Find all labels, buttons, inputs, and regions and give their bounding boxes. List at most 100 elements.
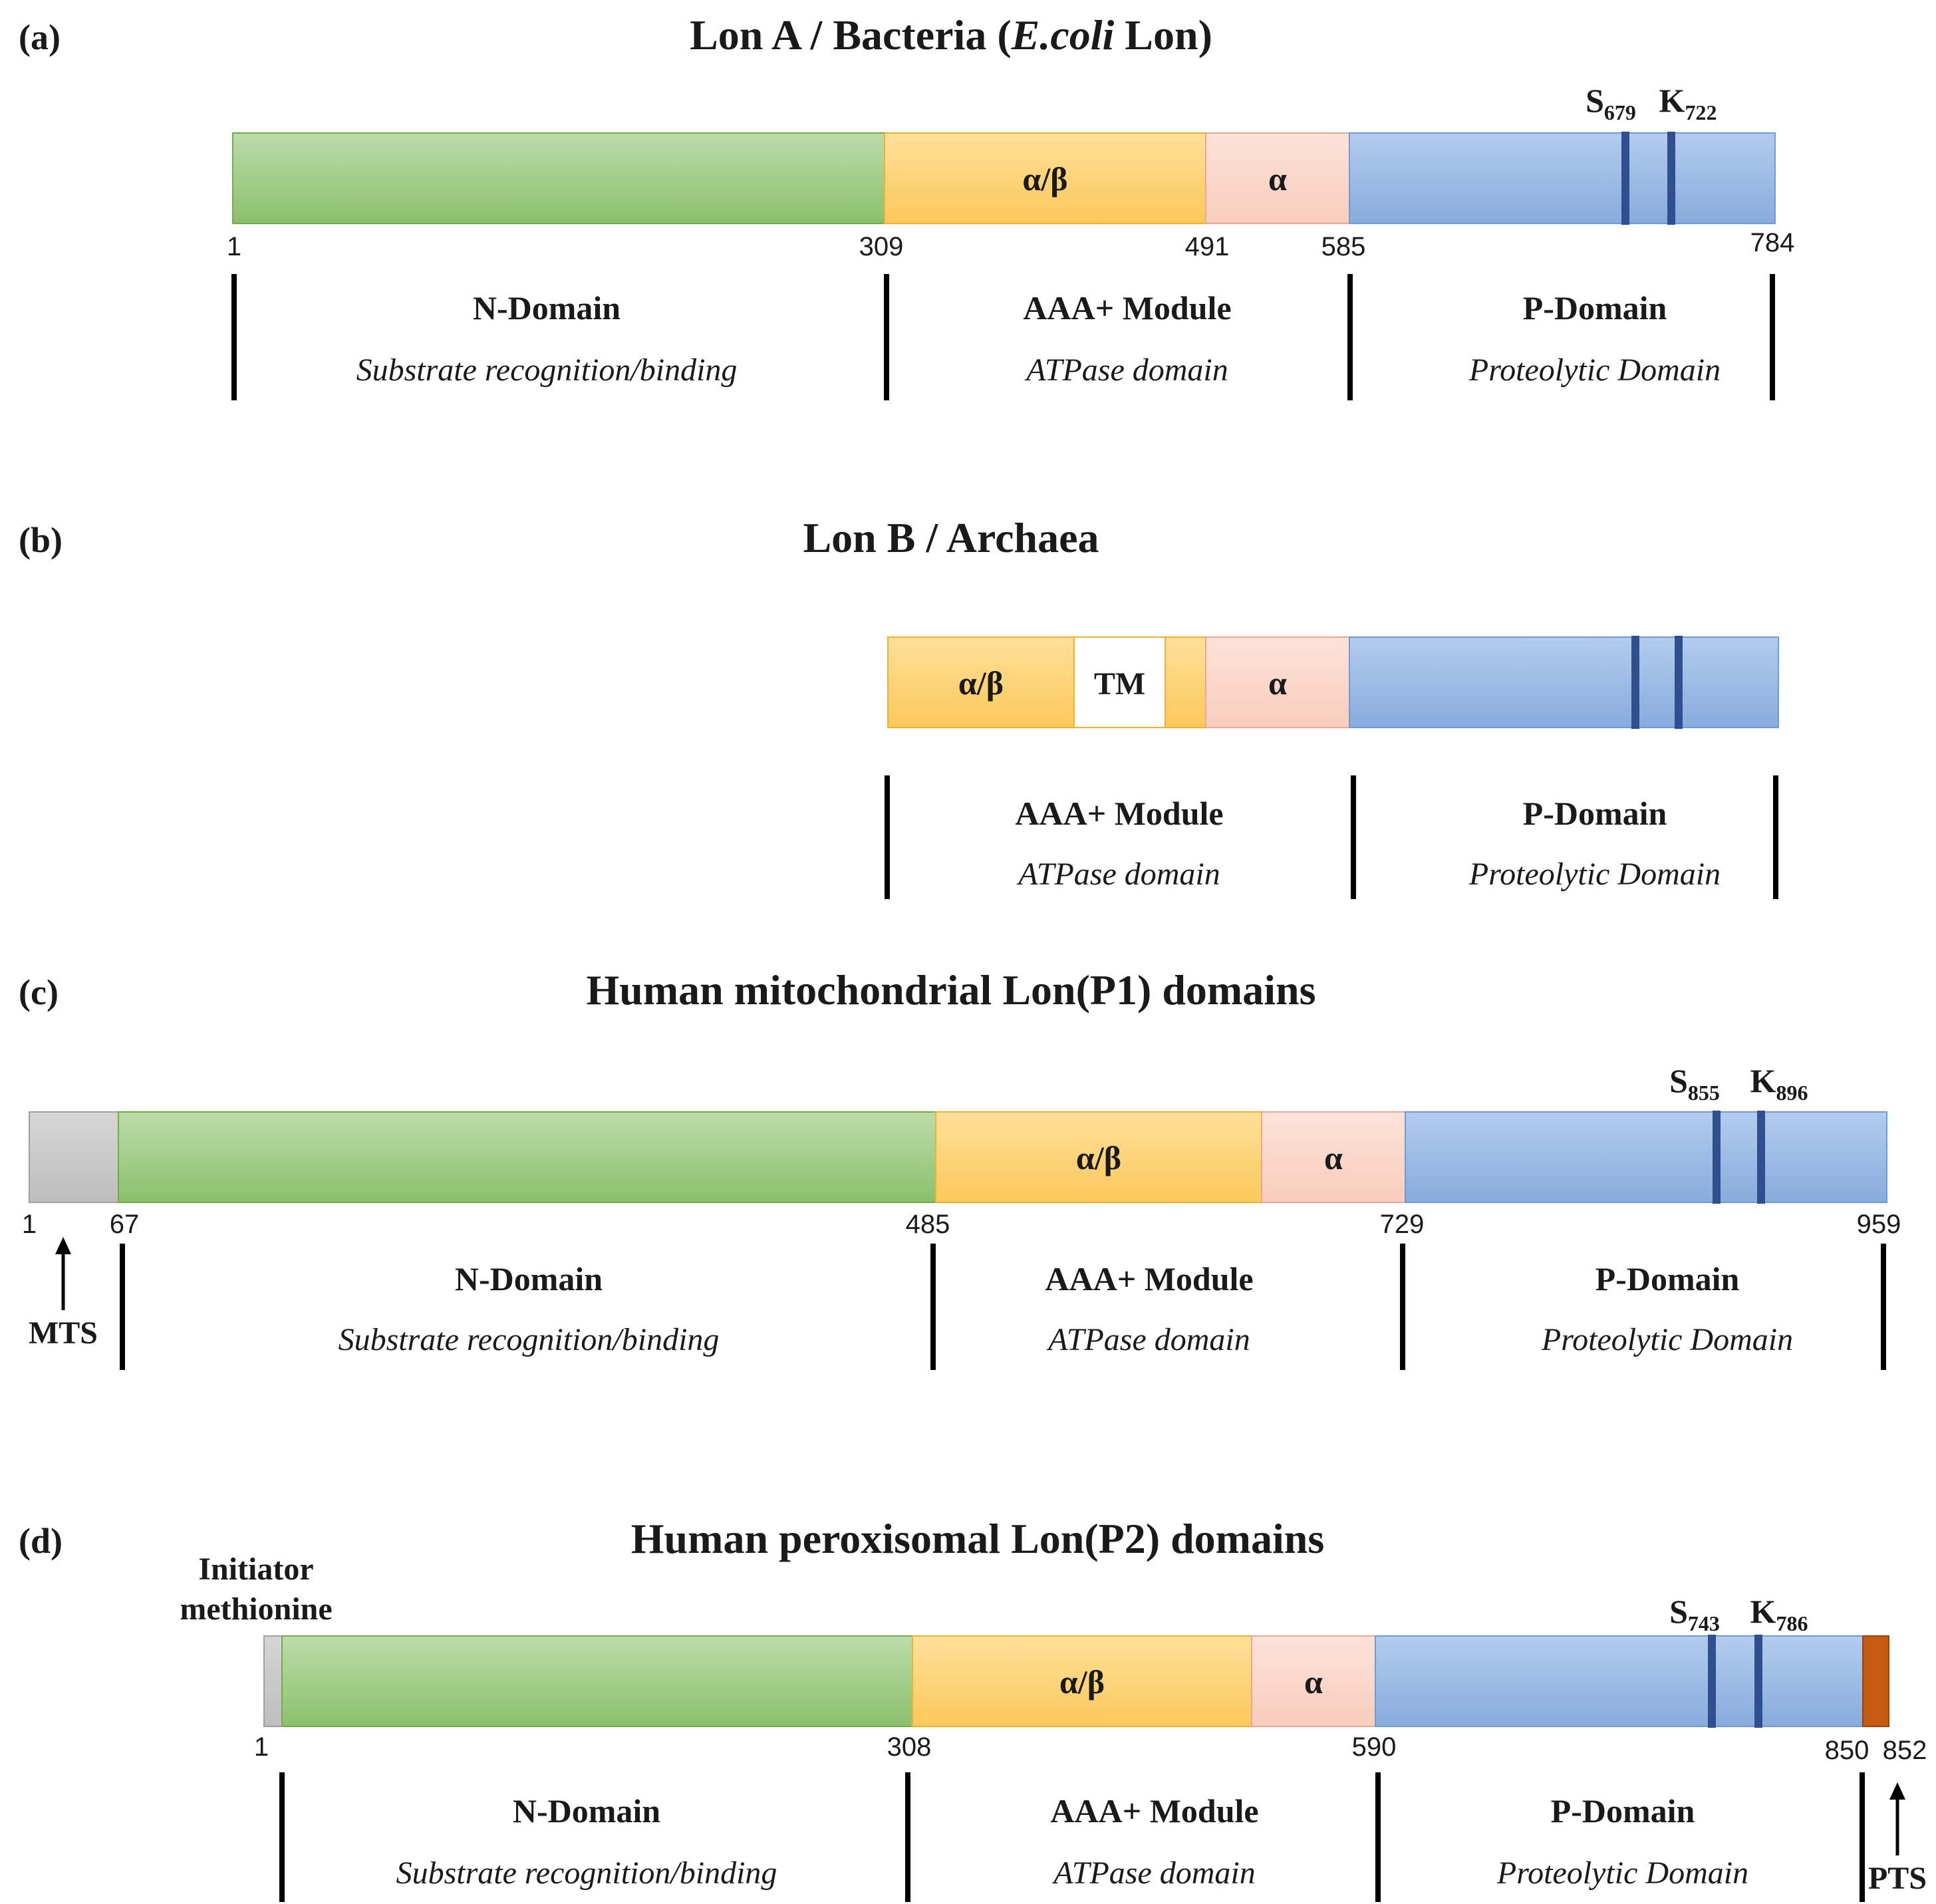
domain-divider [1347, 274, 1353, 400]
segment-p [1375, 1635, 1864, 1727]
segment-n [232, 132, 885, 224]
domain-divider [1860, 1772, 1865, 1902]
catalytic-site-line [1675, 636, 1683, 729]
residue-number: 485 [906, 1210, 950, 1239]
catalytic-site-line [1667, 132, 1675, 225]
catalytic-site-line [1754, 1635, 1762, 1728]
residue-number: 585 [1321, 232, 1366, 261]
domain-name: P-Domain [1595, 1260, 1740, 1297]
segment-a [1205, 636, 1350, 728]
site-label: K786 [1750, 1593, 1808, 1635]
domain-description: Substrate recognition/binding [356, 352, 738, 388]
signal-arrow-head [55, 1237, 71, 1254]
residue-number: 784 [1750, 228, 1795, 257]
domain-name: P-Domain [1523, 795, 1667, 832]
site-residue: S [1586, 82, 1604, 119]
segment-label-a: α [1268, 664, 1287, 702]
site-position: 855 [1688, 1081, 1720, 1105]
catalytic-site-line [1708, 1635, 1716, 1728]
domain-description: Proteolytic Domain [1468, 857, 1721, 892]
residue-number: 308 [887, 1732, 932, 1762]
site-residue: K [1750, 1593, 1776, 1630]
domain-divider [279, 1772, 285, 1902]
domain-bar: α/β α [232, 132, 1776, 225]
segment-a [1205, 132, 1350, 224]
signal-label: PTS [1868, 1861, 1927, 1896]
segment-p [1405, 1111, 1887, 1203]
initiator-methionine-label: methionine [180, 1591, 332, 1627]
residue-number: 491 [1185, 232, 1230, 261]
domain-divider [1375, 1772, 1381, 1902]
site-label: S679 [1586, 82, 1636, 124]
residue-number: 729 [1380, 1210, 1425, 1239]
domain-divider [1881, 1244, 1886, 1370]
segment-label-a: α [1268, 160, 1287, 198]
catalytic-site-line [1621, 132, 1629, 225]
segment-label-ab: α/β [1059, 1663, 1105, 1700]
segment-a [1251, 1635, 1376, 1727]
domain-divider [930, 1244, 936, 1370]
catalytic-site-line [1713, 1111, 1721, 1204]
segment-n [118, 1111, 936, 1203]
segment-label-ab: α/β [1022, 160, 1067, 198]
segment-ab [884, 132, 1206, 224]
domain-name: P-Domain [1551, 1792, 1695, 1830]
domain-bar: α/β TM α [887, 636, 1779, 729]
residue-number: 1 [22, 1210, 37, 1239]
residue-number: 850 [1825, 1736, 1869, 1765]
domain-name: AAA+ Module [1045, 1260, 1253, 1297]
domain-description: Substrate recognition/binding [396, 1855, 777, 1891]
segment-p [1349, 132, 1776, 224]
domain-name: AAA+ Module [1015, 795, 1223, 832]
domain-name: AAA+ Module [1050, 1792, 1258, 1830]
domain-description: Proteolytic Domain [1496, 1855, 1748, 1891]
panel-title: Lon B / Archaea [803, 514, 1099, 561]
domain-description: Proteolytic Domain [1468, 352, 1721, 388]
panel-title: Lon A / Bacteria (E.coli Lon) [690, 11, 1212, 59]
segment-label-a: α [1304, 1663, 1323, 1700]
segment-n [281, 1635, 913, 1727]
site-residue: K [1659, 82, 1685, 119]
domain-name: N-Domain [473, 289, 621, 327]
residue-number: 852 [1883, 1736, 1927, 1765]
domain-divider [884, 274, 889, 400]
domain-description: Substrate recognition/binding [339, 1322, 720, 1357]
site-label: S743 [1669, 1593, 1720, 1635]
panel-tag: (b) [19, 520, 63, 560]
domain-divider [231, 274, 237, 400]
panel-tag: (d) [19, 1521, 63, 1561]
domain-description: ATPase domain [1016, 857, 1220, 892]
panel-tag: (a) [19, 17, 61, 57]
panel-title-part: Human mitochondrial Lon(P1) domains [586, 966, 1315, 1014]
domain-divider [1400, 1244, 1405, 1370]
panel-title-part: Lon A / Bacteria ( [690, 11, 1012, 59]
signal-arrow-head [1889, 1782, 1905, 1800]
site-residue: S [1669, 1062, 1688, 1099]
domain-description: ATPase domain [1051, 1855, 1256, 1891]
catalytic-site-line [1631, 636, 1639, 729]
segment-label-a: α [1324, 1139, 1343, 1176]
panel-title-part: E.coli [1011, 11, 1115, 59]
site-position: 679 [1604, 100, 1636, 124]
segment-a [1261, 1111, 1406, 1203]
domain-divider [1351, 775, 1356, 899]
catalytic-site-line [1757, 1111, 1765, 1204]
domain-name: AAA+ Module [1023, 289, 1231, 327]
domain-description: Proteolytic Domain [1541, 1322, 1793, 1357]
site-residue: K [1750, 1062, 1776, 1099]
segment-label-ab: α/β [958, 664, 1004, 702]
segment-met [263, 1635, 283, 1727]
panel-title-part: Lon B / Archaea [803, 514, 1099, 561]
domain-name: P-Domain [1523, 289, 1667, 327]
site-residue: S [1669, 1593, 1688, 1630]
site-position: 722 [1685, 100, 1717, 124]
segment-label-tm: TM [1094, 666, 1145, 702]
panel-title-part: Lon) [1114, 11, 1212, 59]
segment-ab [912, 1635, 1252, 1727]
residue-number: 1 [227, 232, 241, 261]
initiator-methionine-label: Initiator [198, 1552, 313, 1587]
domain-bar: α/β α [263, 1635, 1889, 1728]
site-label: S855 [1669, 1062, 1720, 1105]
